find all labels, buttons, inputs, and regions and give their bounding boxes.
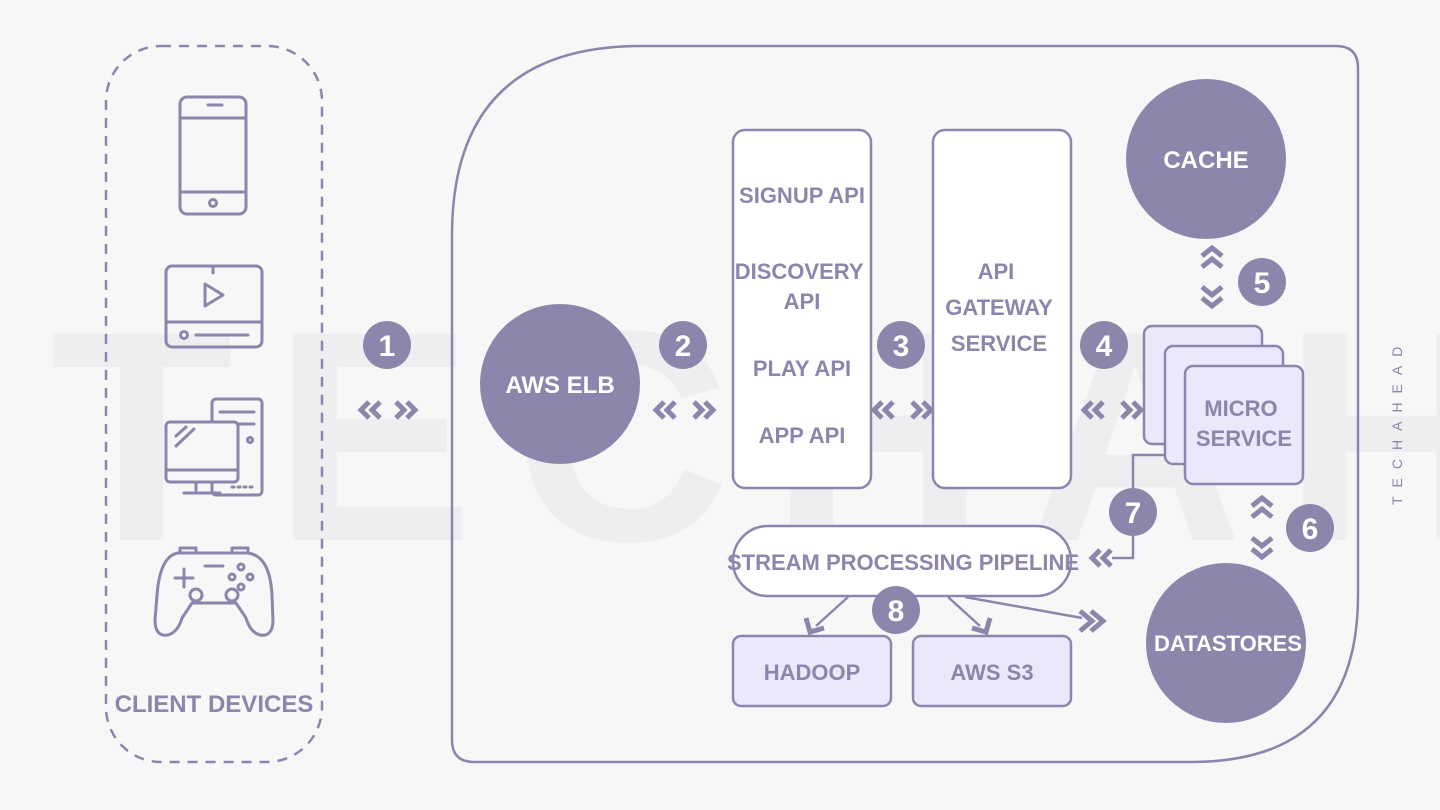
aws-s3-box bbox=[911, 634, 1073, 708]
api-gateway-label: API GATEWAY SERVICE bbox=[945, 259, 1053, 356]
datastores-node bbox=[1146, 563, 1306, 723]
step-badge-1: 1 bbox=[363, 321, 411, 369]
signup-api-label: SIGNUP API bbox=[739, 183, 865, 208]
arrow-to-datastores bbox=[1078, 609, 1107, 633]
step-5-number: 5 bbox=[1254, 267, 1271, 300]
app-api-label: APP API bbox=[759, 423, 846, 448]
discovery-api-text: DISCOVERY bbox=[735, 259, 864, 284]
aws-elb-label: AWS ELB bbox=[505, 372, 614, 399]
discovery-line-line-2: API bbox=[784, 289, 821, 314]
video-player-icon bbox=[164, 264, 264, 349]
step-7-number: 7 bbox=[1125, 497, 1142, 530]
step-4-number: 4 bbox=[1096, 330, 1113, 363]
step-badge-3: 3 bbox=[877, 321, 925, 369]
bidirectional-arrow-2 bbox=[652, 400, 717, 420]
step-3-number: 3 bbox=[893, 330, 910, 363]
api-list-box bbox=[731, 128, 873, 490]
stream-pipeline-label: STREAM PROCESSING PIPELINE bbox=[727, 550, 1079, 575]
step-6-number: 6 bbox=[1302, 513, 1319, 546]
bidirectional-arrow-5 bbox=[1200, 244, 1224, 310]
step-1-number: 1 bbox=[379, 330, 396, 363]
step-8-number: 8 bbox=[888, 595, 905, 628]
step-badge-7: 7 bbox=[1109, 488, 1157, 536]
arrow-to-pipeline bbox=[1088, 548, 1113, 568]
bidirectional-arrow-1 bbox=[357, 400, 419, 420]
hadoop-box bbox=[731, 634, 893, 708]
connector-hadoop-line bbox=[815, 596, 849, 627]
hadoop-label: HADOOP bbox=[764, 660, 861, 685]
micro-line-line-2: SERVICE bbox=[1196, 426, 1292, 451]
step-badge-6: 6 bbox=[1286, 504, 1334, 552]
arrow-to-hadoop bbox=[803, 617, 825, 636]
micro-service-card-front bbox=[1183, 364, 1305, 486]
aws-s3-label: AWS S3 bbox=[950, 660, 1033, 685]
gateway-line-line-3: SERVICE bbox=[951, 331, 1047, 356]
brand-vertical: TECHAHEAD bbox=[1389, 338, 1405, 505]
desktop-computer-icon bbox=[164, 397, 264, 497]
micro-service-text: MICRO bbox=[1204, 396, 1277, 421]
arrow-to-s3 bbox=[971, 617, 993, 636]
step-2-number: 2 bbox=[675, 330, 692, 363]
micro-service-label: MICRO SERVICE bbox=[1196, 396, 1292, 451]
step-badge-8: 8 bbox=[872, 586, 920, 634]
step-badge-5: 5 bbox=[1238, 258, 1286, 306]
cache-label: CACHE bbox=[1163, 147, 1248, 174]
connector-s3-line bbox=[947, 596, 981, 627]
backend-container bbox=[450, 44, 1360, 764]
datastores-label: DATASTORES bbox=[1154, 631, 1302, 656]
bidirectional-arrow-3 bbox=[870, 400, 935, 420]
bidirectional-arrow-4 bbox=[1080, 400, 1145, 420]
aws-elb-node bbox=[480, 304, 640, 464]
cache-node bbox=[1126, 79, 1286, 239]
gateway-line-line-2: GATEWAY bbox=[945, 295, 1053, 320]
step-badge-2: 2 bbox=[659, 321, 707, 369]
step-badge-4: 4 bbox=[1080, 321, 1128, 369]
smartphone-icon bbox=[178, 95, 248, 216]
api-gateway-text: API bbox=[978, 259, 1015, 284]
client-devices-label: CLIENT DEVICES bbox=[115, 691, 314, 718]
api-gateway-box bbox=[931, 128, 1073, 490]
discovery-api-label: DISCOVERY API bbox=[735, 259, 870, 314]
gamepad-icon bbox=[153, 546, 275, 637]
client-devices-group bbox=[104, 44, 324, 764]
play-api-label: PLAY API bbox=[753, 356, 851, 381]
connector-datastores-line bbox=[964, 595, 1083, 620]
bidirectional-arrow-6 bbox=[1250, 494, 1274, 561]
